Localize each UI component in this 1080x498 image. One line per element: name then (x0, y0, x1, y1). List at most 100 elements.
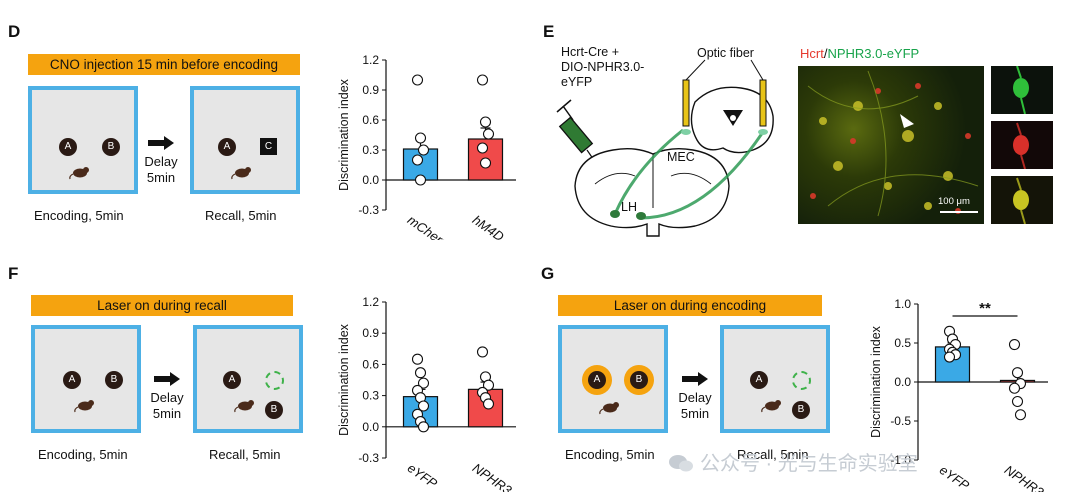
y-tick-label: -0.3 (358, 203, 379, 217)
y-axis-label: Discrimination index (869, 325, 883, 438)
recall-caption-g: Recall, 5min (737, 447, 809, 462)
panel-label-e: E (543, 22, 555, 41)
significance-marker: ** (979, 300, 991, 317)
hcrt-label: Hcrt (800, 46, 824, 61)
mouse-icon (231, 167, 251, 180)
data-point (414, 367, 427, 379)
data-point (482, 128, 495, 140)
cno-banner: CNO injection 15 min before encoding (28, 54, 300, 75)
y-tick-label: 0.5 (894, 336, 911, 350)
data-point (417, 144, 430, 156)
construct-label: Hcrt-Cre + DIO-NPHR3.0- eYFP (561, 45, 644, 90)
data-point (417, 421, 430, 433)
micrograph-red (991, 121, 1053, 169)
x-tick-label: eYFP (405, 460, 441, 491)
x-tick-label: hM4D (470, 212, 507, 240)
recall-arena-f: A B (193, 325, 303, 433)
data-point (1014, 409, 1027, 421)
empty-location-icon (265, 371, 284, 390)
panel-label-g: G (541, 264, 555, 283)
encoding-arena-g: A B (558, 325, 668, 433)
mouse-icon (599, 402, 619, 415)
delay-line2: 5min (152, 406, 182, 421)
delay-line2: 5min (146, 170, 176, 185)
data-point (414, 174, 427, 186)
data-point (479, 157, 492, 169)
recall-caption-d: Recall, 5min (205, 208, 277, 223)
y-tick-label: -1.0 (890, 453, 911, 467)
object-a: A (223, 371, 241, 389)
encoding-caption-g: Encoding, 5min (565, 447, 655, 462)
coronal-section (574, 147, 730, 237)
y-tick-label: 0.6 (362, 113, 379, 127)
data-point (417, 400, 430, 412)
x-tick-label: NPHR3.0 (1002, 462, 1056, 492)
mouse-icon (74, 400, 94, 413)
encoding-caption-d: Encoding, 5min (34, 208, 124, 223)
data-point (1008, 382, 1021, 394)
mouse-icon (234, 400, 254, 413)
data-point (1008, 339, 1021, 351)
y-tick-label: 0.9 (362, 326, 379, 340)
object-b: B (630, 371, 648, 389)
watermark: 公众号 · 光与生命实验室 (668, 447, 918, 476)
object-a: A (218, 138, 236, 156)
data-point (411, 74, 424, 86)
encoding-caption-f: Encoding, 5min (38, 447, 128, 462)
panel-label-d: D (8, 22, 21, 41)
data-point (414, 132, 427, 144)
recall-arena-g: A B (720, 325, 830, 433)
y-tick-label: 0.3 (362, 143, 379, 157)
object-b: B (102, 138, 120, 156)
micrograph-green (991, 66, 1053, 114)
mec-label: MEC (667, 150, 695, 164)
laser-encoding-banner: Laser on during encoding (558, 295, 822, 316)
data-point (943, 351, 956, 363)
delay-line1: Delay (678, 390, 712, 405)
scale-bar-label: 100 μm (938, 196, 970, 207)
y-tick-label: 0.0 (362, 420, 379, 434)
y-tick-label: 1.0 (894, 297, 911, 311)
delay-line2: 5min (680, 406, 710, 421)
brain-diagram (556, 59, 774, 237)
data-point (479, 116, 492, 128)
data-point (482, 379, 495, 391)
object-a: A (588, 371, 606, 389)
data-point (482, 398, 495, 410)
encoding-arena-d: A B (28, 86, 138, 194)
construct-line3: eYFP (561, 75, 593, 89)
y-tick-label: -0.5 (890, 414, 911, 428)
y-tick-label: 1.2 (362, 53, 379, 67)
y-tick-label: 0.0 (894, 375, 911, 389)
title-separator: / (823, 46, 828, 61)
x-tick-label: mCherry (405, 212, 456, 240)
mouse-icon (69, 167, 89, 180)
encoding-arena-f: A B (31, 325, 141, 433)
y-tick-label: 0.0 (362, 173, 379, 187)
y-tick-label: 0.9 (362, 83, 379, 97)
construct-line1: Hcrt-Cre + (561, 45, 619, 59)
delay-line1: Delay (150, 390, 184, 405)
object-c: C (260, 138, 277, 155)
data-point (1011, 367, 1024, 379)
object-b: B (105, 371, 123, 389)
optic-fiber-label: Optic fiber (697, 46, 754, 60)
wechat-icon (668, 453, 694, 473)
micrograph-merge (991, 176, 1053, 224)
object-a: A (750, 371, 768, 389)
y-tick-label: 0.6 (362, 357, 379, 371)
data-point (476, 142, 489, 154)
data-point (417, 377, 430, 389)
recall-caption-f: Recall, 5min (209, 447, 281, 462)
x-tick-label: NPHR3.0 (470, 460, 524, 492)
nphr-label: NPHR3.0-eYFP (827, 46, 920, 61)
arrow-icon (682, 372, 708, 386)
y-tick-label: 0.3 (362, 389, 379, 403)
object-a: A (63, 371, 81, 389)
arrow-icon (154, 372, 180, 386)
